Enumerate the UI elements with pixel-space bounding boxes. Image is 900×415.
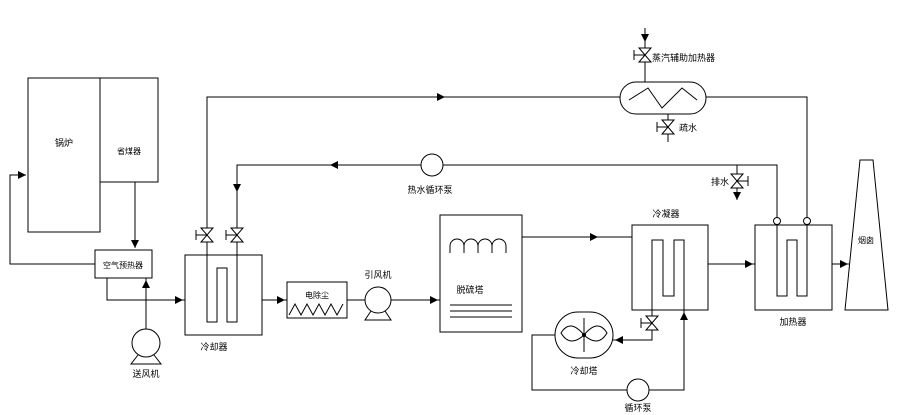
- fgd-tower: 脱硫塔: [439, 214, 523, 333]
- boiler-furnace-outline: [27, 77, 101, 233]
- valve-handle: [737, 176, 749, 186]
- drain-branch: 排水: [711, 165, 749, 200]
- condenser-outline: [631, 224, 709, 311]
- economizer-outline: [99, 77, 159, 183]
- flow-arrow: [590, 233, 598, 241]
- boiler-label: 锅炉: [55, 137, 73, 149]
- condenser: 冷凝器: [631, 208, 709, 311]
- fan-base: [364, 310, 392, 321]
- spray-loops: [449, 238, 507, 247]
- fd-fan-label: 送风机: [132, 368, 159, 380]
- cooler-coil: [206, 255, 238, 323]
- flow-arrow: [641, 34, 649, 42]
- valve-handle: [640, 318, 652, 328]
- esp-zigzag: [288, 302, 344, 317]
- flow-arrow: [330, 161, 338, 169]
- fan-icon: [364, 286, 392, 314]
- steam-aux-heater: 蒸汽辅助加热器 疏水: [619, 28, 715, 142]
- flow-arrow: [18, 171, 26, 179]
- hot-water-supply-line: [206, 93, 811, 255]
- cooling-circuit: [531, 310, 688, 391]
- hot-water-return-line: [233, 161, 781, 255]
- fan-base: [129, 354, 163, 365]
- steam-aux-heater-label: 蒸汽辅助加热器: [652, 52, 715, 64]
- chimney-label: 烟囱: [858, 235, 874, 245]
- cooler-supply-valve: [195, 227, 215, 243]
- flow-arrow: [430, 296, 438, 304]
- circulation-pump: 循环泵: [624, 378, 652, 414]
- flue-cooler-to-esp-line: [262, 296, 287, 304]
- cooling-tower-label: 冷却塔: [570, 365, 597, 377]
- boiler: 锅炉 省煤器: [27, 77, 159, 233]
- flow-arrow: [680, 312, 688, 320]
- slurry-level-lines: [450, 304, 512, 318]
- flow-arrow: [131, 240, 139, 248]
- heater: 加热器: [754, 224, 833, 328]
- heater-label: 加热器: [779, 316, 806, 328]
- flow-arrow: [277, 296, 285, 304]
- cooler-return-valve: [225, 227, 245, 243]
- propeller-icon: [560, 325, 608, 342]
- id-fan: 引风机: [347, 269, 440, 321]
- fgd-tower-outline: [439, 214, 523, 333]
- steam-trap-label: 疏水: [679, 122, 697, 134]
- esp-label: 电除尘: [305, 290, 329, 300]
- steam-aux-heater-outline: [619, 81, 707, 115]
- condenser-coil: [651, 239, 685, 310]
- heater-outline: [754, 224, 833, 311]
- cooler: 冷却器: [184, 254, 263, 353]
- valve-handle: [195, 230, 207, 240]
- circulation-pump-label: 循环泵: [624, 402, 651, 414]
- fgd-tower-label: 脱硫塔: [456, 284, 483, 296]
- flow-arrow: [233, 184, 241, 192]
- hot-water-pump-label: 热水循环泵: [407, 184, 452, 196]
- flow-arrow: [745, 260, 753, 268]
- cooler-outline: [184, 254, 263, 336]
- pump-icon: [626, 378, 650, 402]
- flue-tower-to-condenser-line: [522, 233, 632, 241]
- air-duct-line: [9, 171, 95, 265]
- valve-handle: [633, 50, 645, 60]
- chimney-outline: [844, 159, 889, 311]
- flow-arrow: [840, 260, 848, 268]
- esp: 电除尘: [286, 281, 348, 319]
- flue-condenser-to-heater-line: [708, 260, 755, 268]
- heating-element-zigzag: [628, 87, 698, 109]
- flow-arrow: [175, 296, 183, 304]
- valve-handle: [225, 230, 237, 240]
- pipe-port-icon: [773, 217, 781, 225]
- flow-arrow: [733, 192, 741, 200]
- fd-fan: 送风机: [129, 278, 163, 380]
- condenser-label: 冷凝器: [652, 208, 679, 220]
- cooling-tower-outline: [554, 311, 614, 359]
- pump-icon: [420, 153, 444, 177]
- flow-arrow: [142, 280, 150, 288]
- flue-econ-to-preheater-line: [131, 182, 139, 248]
- economizer-label: 省煤器: [117, 146, 141, 156]
- drain-label: 排水: [711, 176, 729, 188]
- heater-coil: [776, 225, 808, 297]
- chimney: 烟囱: [844, 159, 889, 311]
- cooling-tower: 冷却塔: [554, 311, 614, 377]
- flow-arrow: [437, 93, 445, 101]
- propeller-hub: [582, 333, 586, 337]
- id-fan-label: 引风机: [364, 269, 391, 281]
- flue-preheater-to-cooler-line: [106, 278, 185, 304]
- flue-heater-to-chimney-line: [832, 260, 849, 268]
- spray-legs: [449, 246, 507, 253]
- air-preheater-outline: [94, 249, 153, 279]
- valve-handle: [656, 122, 668, 132]
- fan-icon: [131, 328, 161, 358]
- air-preheater: 空气预热器: [94, 249, 153, 279]
- flow-arrow: [615, 336, 623, 344]
- cooler-label: 冷却器: [200, 341, 227, 353]
- hot-water-circulation-pump: 热水循环泵: [407, 153, 453, 196]
- pipe-port-icon: [803, 217, 811, 225]
- air-preheater-label: 空气预热器: [103, 260, 143, 270]
